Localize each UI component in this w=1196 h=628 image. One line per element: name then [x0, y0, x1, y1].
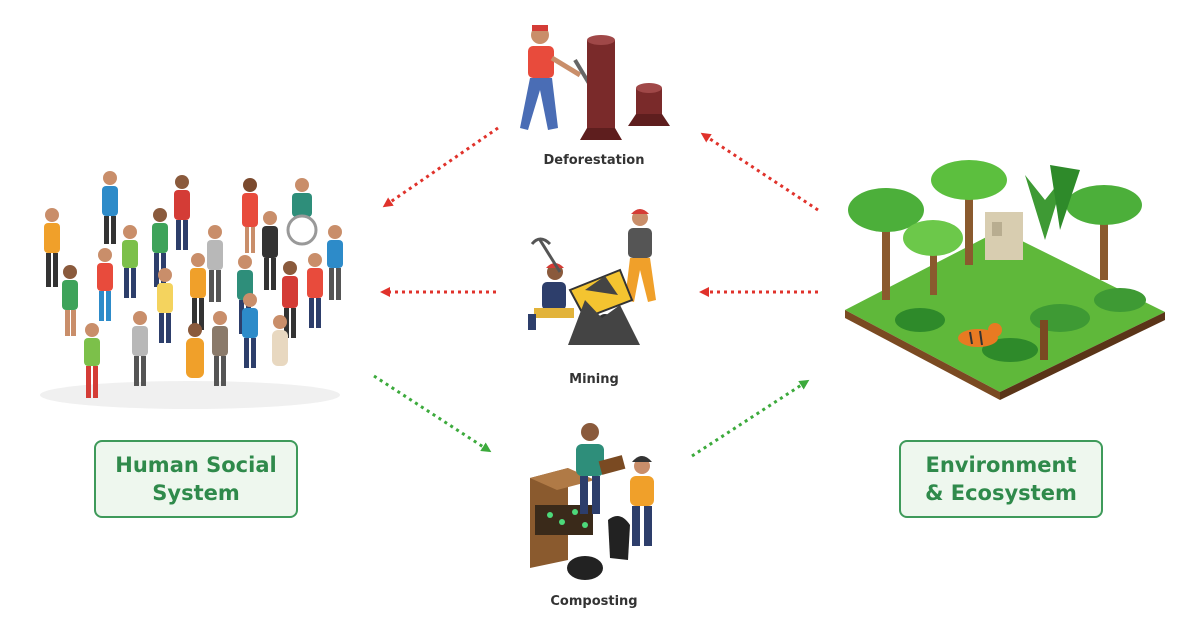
environment-ecosystem-box: Environment & Ecosystem: [899, 440, 1103, 518]
environment-ecosystem-line2: & Ecosystem: [925, 481, 1077, 505]
arrow-deforestation-to-human: [382, 126, 499, 208]
arrow-composting-to-environment: [691, 379, 810, 458]
forest-ecosystem-icon: [845, 160, 1165, 400]
wheelbarrow-icon: [568, 268, 640, 345]
composting-people-icon: [576, 423, 654, 560]
tiger-icon: [958, 323, 1002, 347]
environment-ecosystem-line1: Environment: [925, 453, 1077, 477]
human-social-system-box: Human Social System: [94, 440, 298, 518]
deforestation-label: Deforestation: [543, 153, 645, 168]
human-social-system-line2: System: [152, 481, 240, 505]
mining-label: Mining: [569, 372, 619, 387]
lumberjack-icon: [520, 25, 592, 130]
composting-label: Composting: [550, 594, 638, 609]
compost-bin-icon: [530, 468, 603, 580]
arrow-environment-to-deforestation: [700, 132, 819, 212]
arrow-human-to-composting: [373, 374, 492, 453]
people-crowd-icon: [40, 171, 343, 409]
miners-icon: [528, 209, 656, 330]
human-social-system-line1: Human Social: [115, 453, 277, 477]
tree-stump-icon: [580, 35, 670, 140]
